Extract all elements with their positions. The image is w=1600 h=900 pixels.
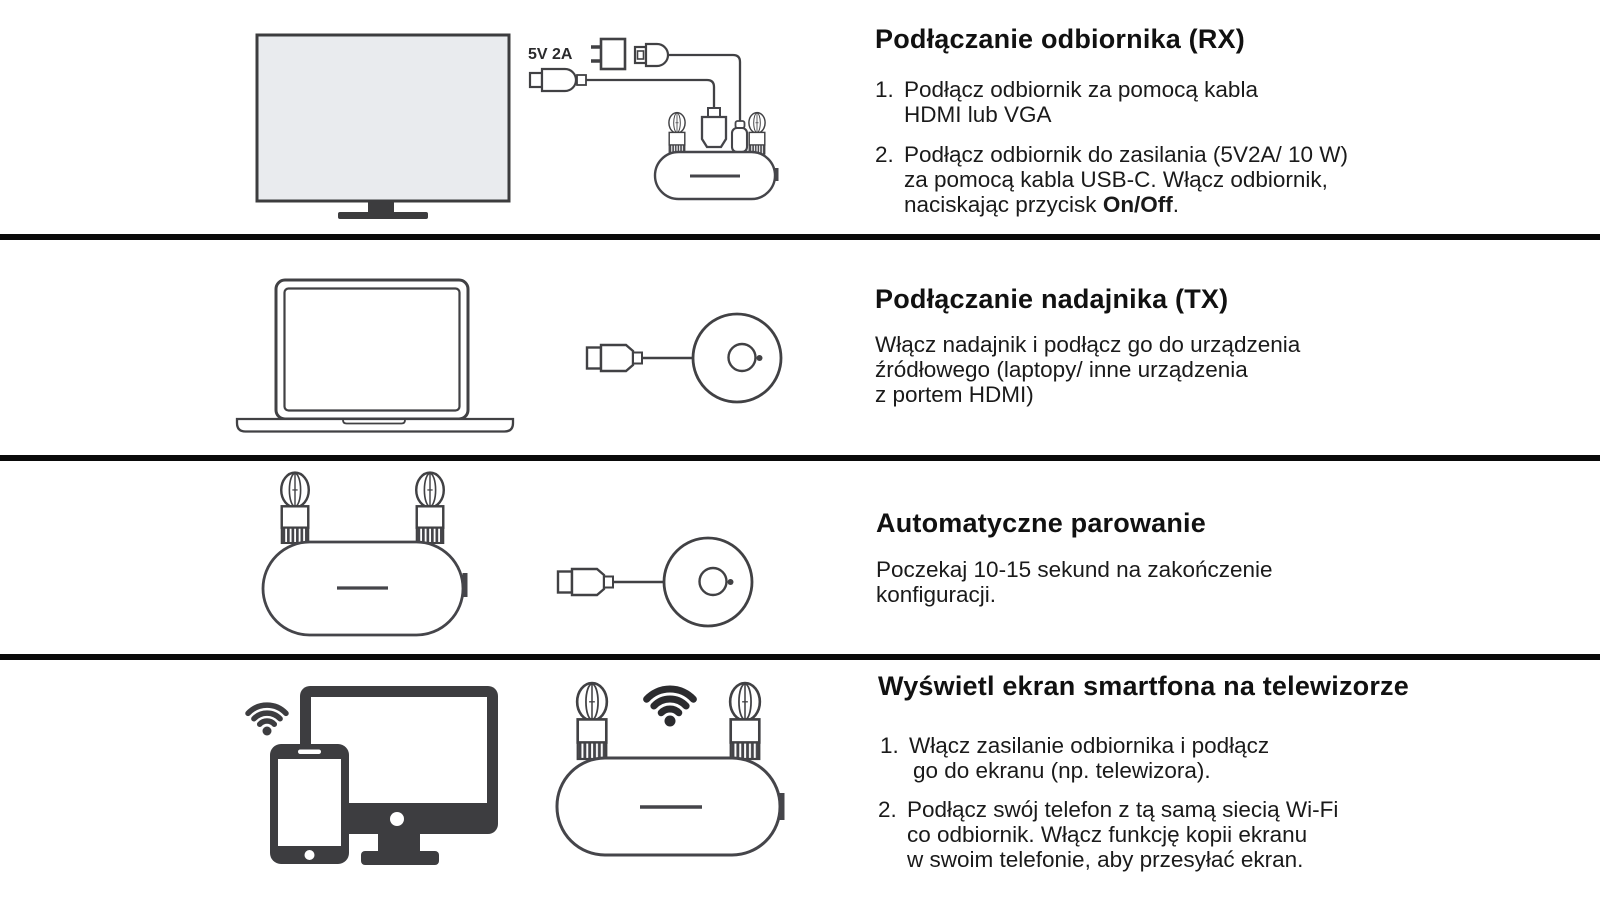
step-text-line: w swoim telefonie, aby przesyłać ekran. <box>907 847 1304 872</box>
usb-c-plug-icon <box>730 126 749 154</box>
power-adapter-icon <box>591 37 627 71</box>
side-button <box>779 793 785 820</box>
tx-illustration <box>235 278 783 433</box>
antenna-icon <box>415 471 445 545</box>
transmitter-dongle <box>585 312 783 404</box>
body-text-line: z portem HDMI) <box>875 382 1034 407</box>
step-text-line: za pomocą kabla USB-C. Włącz odbiornik, <box>904 167 1328 192</box>
wifi-icon <box>643 685 697 727</box>
body-text-line: Poczekaj 10-15 sekund na zakończenie <box>876 557 1273 582</box>
section-title: Podłączanie odbiornika (RX) <box>875 24 1245 54</box>
step-number: 2. <box>878 797 897 822</box>
step-text-line: Podłącz odbiornik za pomocą kabla <box>904 77 1258 102</box>
pairing-illustration <box>261 471 754 637</box>
antenna-icon <box>748 111 766 155</box>
laptop-icon <box>235 278 515 433</box>
tv-icon <box>255 33 511 219</box>
body-text-line: Włącz nadajnik i podłącz go do urządzeni… <box>875 332 1301 357</box>
hdmi-plug-icon <box>700 115 728 149</box>
step-item: 1. Włącz zasilanie odbiornika i podłącz … <box>880 733 1269 783</box>
adapter-voltage-label: 5V 2A <box>528 46 573 63</box>
section-title: Automatyczne parowanie <box>876 508 1206 538</box>
section-body: Poczekaj 10-15 sekund na zakończenie kon… <box>876 557 1273 607</box>
step-item: 1. Podłącz odbiornik za pomocą kabla HDM… <box>875 77 1258 127</box>
antenna-icon <box>575 681 609 761</box>
step-text-line: co odbiornik. Włącz funkcję kopii ekranu <box>907 822 1308 847</box>
antenna-icon <box>728 681 762 761</box>
section-body: Włącz nadajnik i podłącz go do urządzeni… <box>875 332 1300 407</box>
body-text-line: konfiguracji. <box>876 582 997 607</box>
onoff-label: On/Off <box>1102 192 1173 217</box>
step-text-line: naciskając przycisk On/Off. <box>904 192 1180 217</box>
step-text-line: HDMI lub VGA <box>904 102 1052 127</box>
step-text-line: Włącz zasilanie odbiornika i podłącz <box>909 733 1270 758</box>
step-text-line: Podłącz swój telefon z tą samą siecią Wi… <box>907 797 1339 822</box>
hdmi-cable-icon <box>528 67 716 108</box>
section-title: Podłączanie nadajnika (TX) <box>875 284 1229 314</box>
step-text-line: Podłącz odbiornik do zasilania (5V2A/ 10… <box>904 142 1348 167</box>
hdmi-plug-icon <box>707 107 721 118</box>
antenna-icon <box>668 111 686 155</box>
receiver-device <box>653 107 779 201</box>
rx-illustration: 5V 2A <box>255 33 779 219</box>
step-item: 2. Podłącz swój telefon z tą samą siecią… <box>878 797 1338 872</box>
mirroring-illustration <box>245 681 785 865</box>
step-number: 1. <box>875 77 894 102</box>
receiver-device <box>261 471 468 637</box>
power-cable <box>668 53 742 121</box>
usb-a-plug-icon <box>633 42 742 121</box>
section-divider <box>0 654 1600 660</box>
step-number: 1. <box>880 733 899 758</box>
side-button <box>462 573 468 597</box>
receiver-device <box>555 681 785 857</box>
step-item: 2. Podłącz odbiornik do zasilania (5V2A/… <box>875 142 1348 217</box>
antenna-icon <box>280 471 310 545</box>
smartphone-icon <box>270 744 349 864</box>
wifi-icon <box>245 702 289 736</box>
section-title: Wyświetl ekran smartfona na telewizorze <box>878 671 1409 701</box>
side-button <box>774 168 779 181</box>
section-divider <box>0 455 1600 461</box>
step-number: 2. <box>875 142 894 167</box>
step-text-line: go do ekranu (np. telewizora). <box>913 758 1211 783</box>
transmitter-dongle <box>556 536 754 628</box>
section-divider <box>0 234 1600 240</box>
body-text-line: źródłowego (laptopy/ inne urządzenia <box>875 357 1248 382</box>
